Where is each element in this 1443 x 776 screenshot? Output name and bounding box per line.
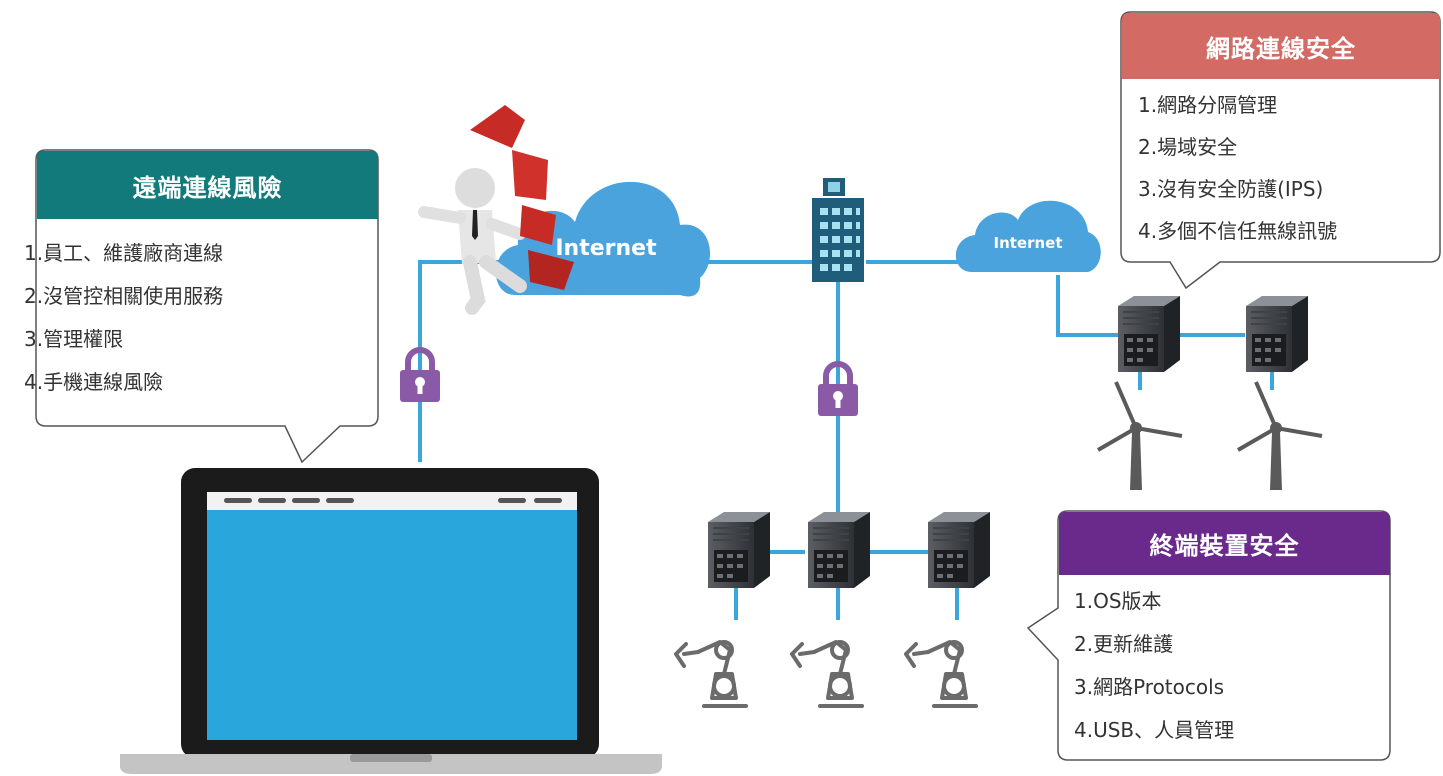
internet-to-gateway-link: [1056, 275, 1118, 337]
building-icon: [812, 178, 864, 282]
industrial-pc-icon: [1245, 295, 1309, 373]
robot-arm-icon: [904, 640, 978, 708]
robot-arm-icon: [790, 640, 864, 708]
robot-arm-icon: [674, 640, 748, 708]
laptop-screen: [207, 492, 577, 740]
list-item: 2.場域安全: [1138, 135, 1238, 159]
risk-figure-icon: [418, 105, 574, 315]
endpoint-callout-list: 1.OS版本 2.更新維護 3.網路Protocols 4.USB、人員管理: [1074, 580, 1234, 752]
remote-callout-list: 1.員工、維護廠商連線 2.沒管控相關使用服務 3.管理權限 4.手機連線風險: [24, 232, 223, 404]
list-item: 1.網路分隔管理: [1138, 93, 1278, 117]
list-item: 3.沒有安全防護(IPS): [1138, 177, 1324, 201]
industrial-pc-icon: [927, 511, 991, 589]
network-callout-title: 網路連線安全: [1122, 13, 1440, 79]
list-item: 2.沒管控相關使用服務: [24, 284, 224, 308]
remote-callout-title: 遠端連線風險: [37, 151, 378, 219]
list-item: 1.OS版本: [1074, 589, 1162, 613]
industrial-pc-icon: [807, 511, 871, 589]
internet-label-main: Internet: [555, 236, 657, 261]
list-item: 3.網路Protocols: [1074, 675, 1225, 699]
network-callout-list: 1.網路分隔管理 2.場域安全 3.沒有安全防護(IPS) 4.多個不信任無線訊…: [1138, 84, 1337, 252]
wind-turbine-icon: [1236, 380, 1324, 492]
list-item: 1.員工、維護廠商連線: [24, 241, 224, 265]
list-item: 3.管理權限: [24, 327, 124, 351]
internet-label-secondary: Internet: [993, 234, 1062, 252]
list-item: 4.多個不信任無線訊號: [1138, 219, 1338, 243]
list-item: 4.手機連線風險: [24, 370, 164, 394]
industrial-pc-icon: [1117, 295, 1181, 373]
list-item: 4.USB、人員管理: [1074, 718, 1235, 742]
cloud-icon: [955, 200, 1101, 272]
wind-turbine-icon: [1096, 380, 1184, 492]
industrial-pc-icon: [707, 511, 771, 589]
endpoint-callout-title: 終端裝置安全: [1059, 512, 1390, 575]
laptop-icon: [120, 468, 662, 774]
list-item: 2.更新維護: [1074, 632, 1174, 656]
